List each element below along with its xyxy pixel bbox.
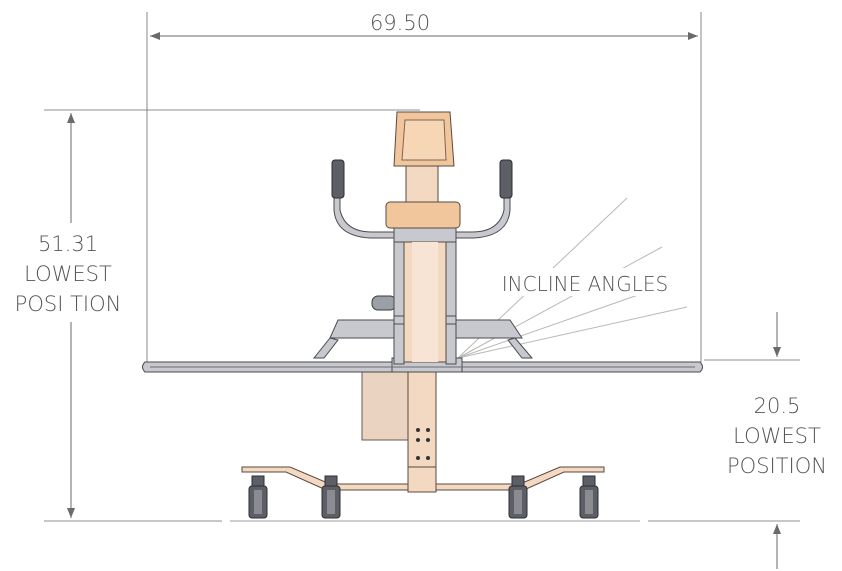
incline-line-2	[457, 246, 663, 359]
incline-line-4	[457, 306, 688, 359]
caster-left	[321, 475, 341, 519]
width-value: 69.50	[370, 11, 430, 35]
height-label-position: POSI TION	[15, 292, 122, 316]
frame-post-left	[393, 227, 405, 365]
chest-column	[405, 163, 439, 207]
handle-grip-right	[499, 159, 513, 199]
top-pad-inner	[401, 119, 447, 161]
frame-top-bar	[393, 227, 457, 243]
seat-height-dimension: 20.5 LOWEST POSITION	[648, 312, 827, 569]
tray-support-right	[507, 337, 534, 359]
handle-grip-left	[331, 159, 345, 199]
height-value: 51.31	[38, 232, 98, 256]
width-dimension: 69.50	[146, 11, 702, 362]
handle-arm-left	[333, 189, 395, 239]
handle-arm-right	[455, 189, 511, 239]
tray-support-left	[312, 337, 339, 359]
caster-right	[508, 475, 528, 519]
incline-angles-label: INCLINE ANGLES	[502, 272, 668, 296]
seat-height-label-lowest: LOWEST	[733, 424, 821, 448]
chest-pad	[385, 201, 461, 229]
height-label-lowest: LOWEST	[24, 262, 112, 286]
frame-post-right	[445, 227, 457, 365]
lower-column	[407, 364, 437, 468]
caster-far-right	[579, 475, 599, 519]
height-dimension: 51.31 LOWEST POSI TION	[15, 109, 420, 522]
incline-angles: INCLINE ANGLES	[457, 197, 690, 359]
incline-label-bg	[478, 268, 690, 296]
base-hub	[407, 465, 437, 493]
side-bag	[361, 364, 409, 441]
standing-frame	[142, 111, 703, 519]
bag-handle	[371, 295, 397, 311]
seat-height-label-position: POSITION	[727, 454, 827, 478]
caster-far-left	[248, 475, 268, 519]
seat-height-value: 20.5	[754, 394, 801, 418]
